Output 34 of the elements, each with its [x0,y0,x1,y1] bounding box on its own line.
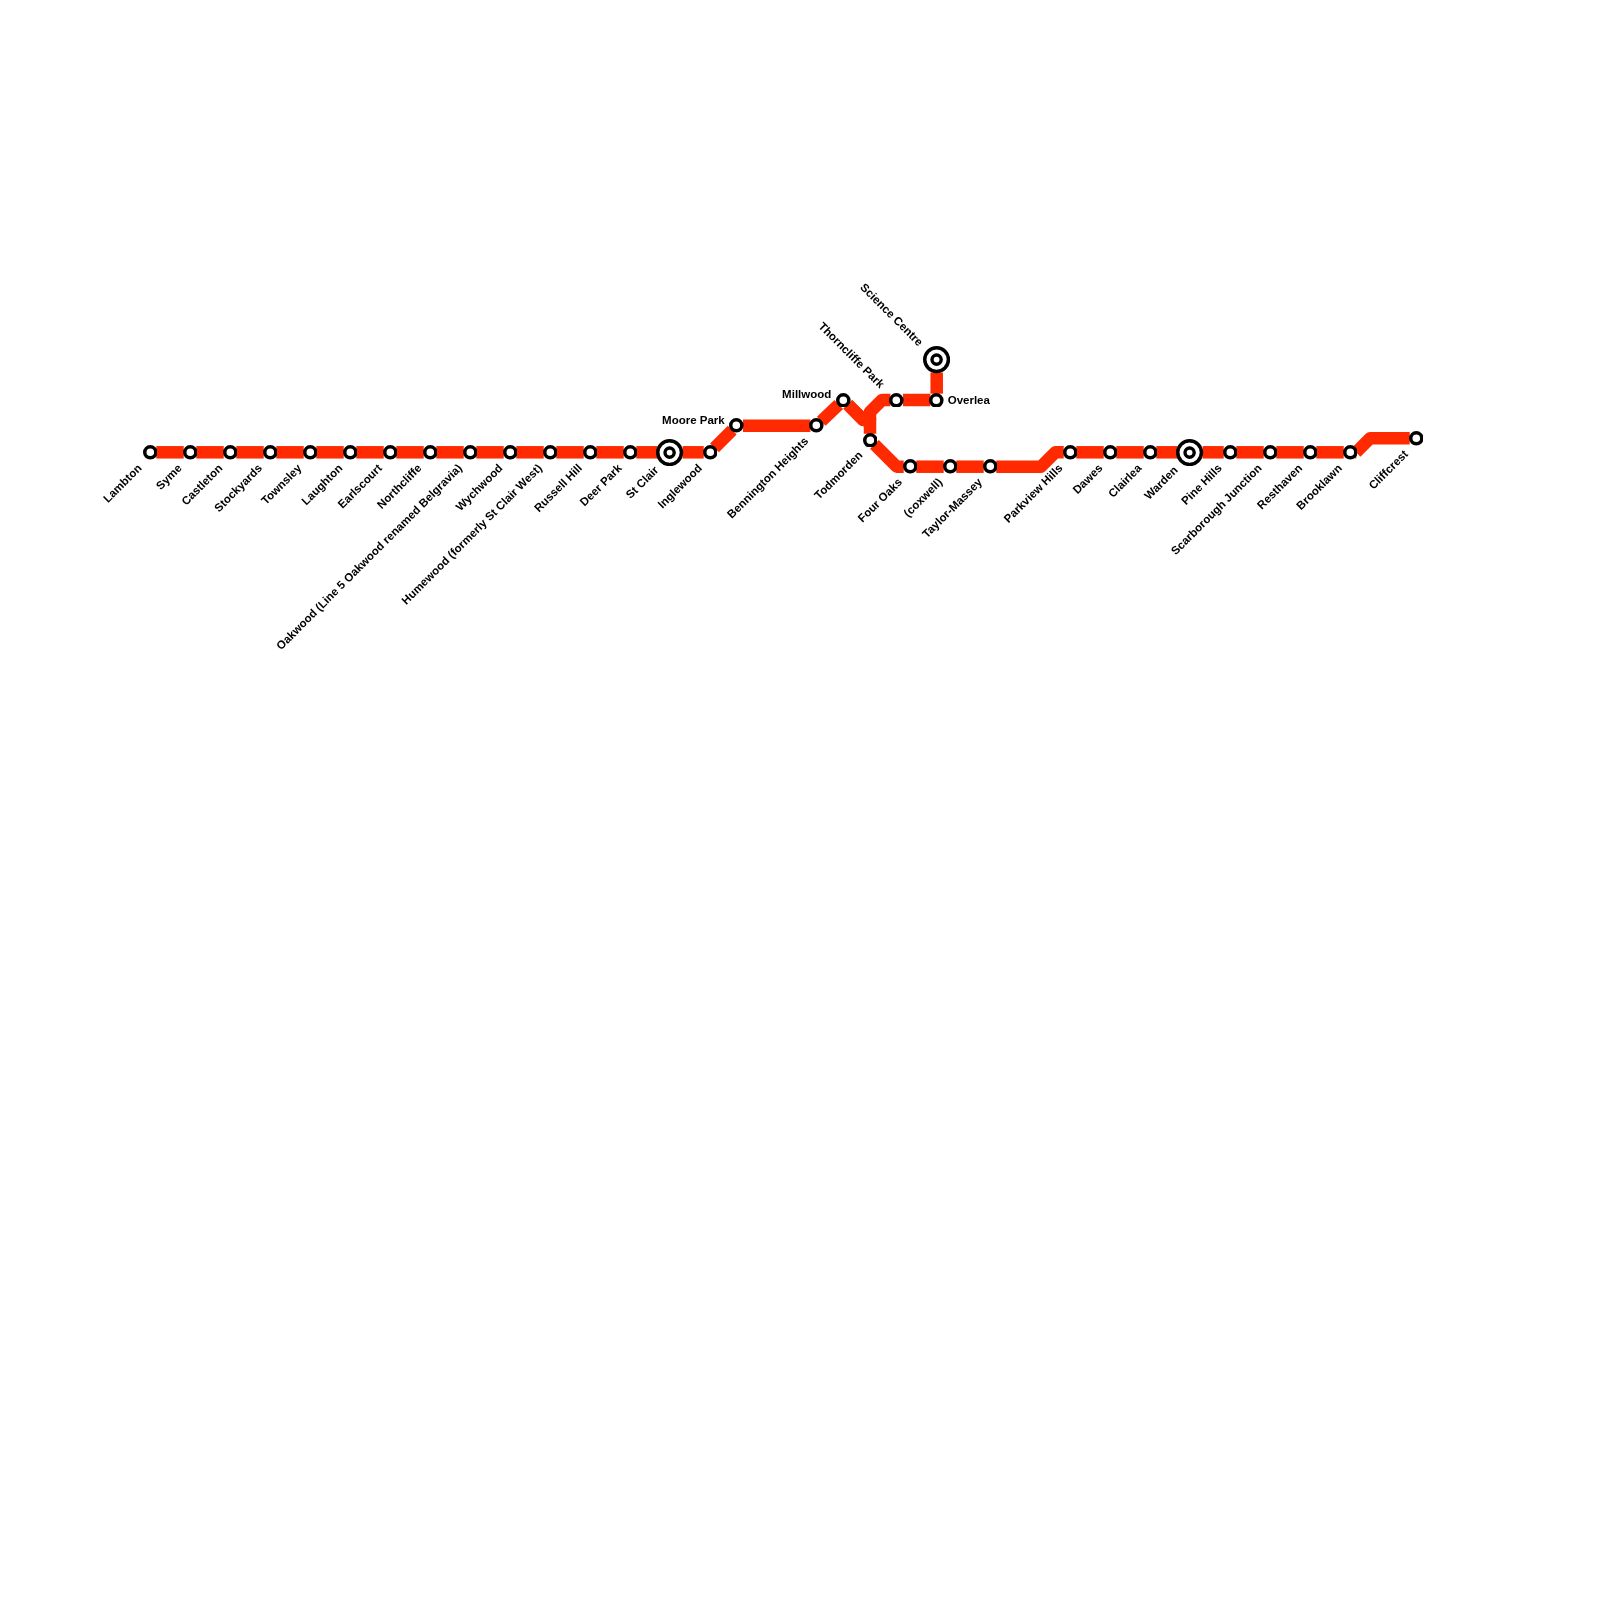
route-line [316,446,344,459]
route-line [682,446,704,459]
route-line [743,419,811,432]
station-label: Millwood [782,387,832,401]
route-line [1116,446,1144,459]
route-line [396,446,424,459]
route-line [1202,446,1224,459]
route-line [1316,446,1344,459]
station-label: Moore Park [662,412,725,427]
route-line [636,446,658,459]
route-line [596,446,624,459]
route-line [356,446,384,459]
route-line [956,460,984,473]
route-line [1076,446,1104,459]
route-line [276,446,304,459]
route-line [903,393,931,407]
route-line [436,446,464,459]
route-line [556,446,584,459]
route-line [916,460,944,473]
route-line [196,446,224,459]
route-line [930,372,943,394]
station-label: Overlea [947,393,990,407]
route-line [1236,446,1264,459]
route-line [156,446,184,459]
route-line [516,446,544,459]
route-line [1156,446,1178,459]
route-line [1276,446,1304,459]
route-line [476,446,504,459]
route-line [816,399,844,426]
route-line [843,393,891,427]
route-line [236,446,264,459]
route-line [870,440,904,473]
route-line [710,425,737,453]
route-line [996,446,1064,473]
